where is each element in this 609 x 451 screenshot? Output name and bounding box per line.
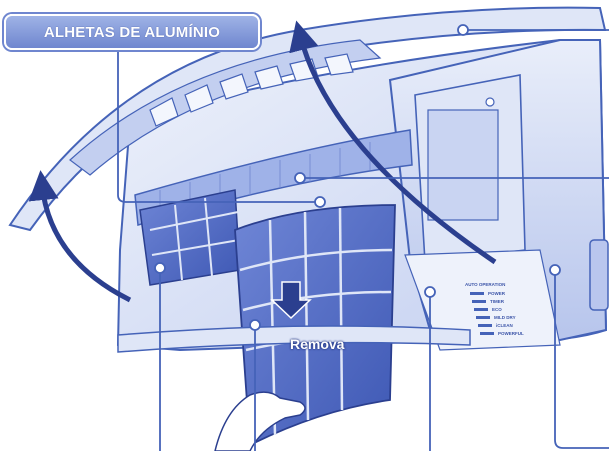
open-panel-arrow-left (28, 170, 132, 303)
open-panel-arrow-center (289, 20, 497, 265)
hand-icon (214, 391, 306, 451)
panel-indicator-eco: ECO (492, 307, 502, 312)
panel-indicator-iclean: iCLEAN (496, 323, 513, 328)
panel-indicator-powerful: POWERFUL (498, 331, 524, 336)
panel-indicator-timer: TIMER (490, 299, 504, 304)
indicator-panel (404, 249, 561, 351)
aluminum-fins-label: ALHETAS DE ALUMÍNIO (4, 14, 260, 50)
panel-title: AUTO OPERATION (465, 282, 506, 287)
air-outlet-vane (117, 325, 471, 353)
remove-instruction-label: Remova (290, 336, 345, 352)
callout-lines (117, 29, 609, 451)
aluminum-fins-label-text: ALHETAS DE ALUMÍNIO (43, 23, 221, 41)
callout-dots (154, 24, 561, 331)
panel-indicator-power: POWER (488, 291, 506, 296)
panel-indicator-mild-dry: MILD DRY (494, 315, 516, 320)
remove-arrow-icon (270, 281, 312, 320)
